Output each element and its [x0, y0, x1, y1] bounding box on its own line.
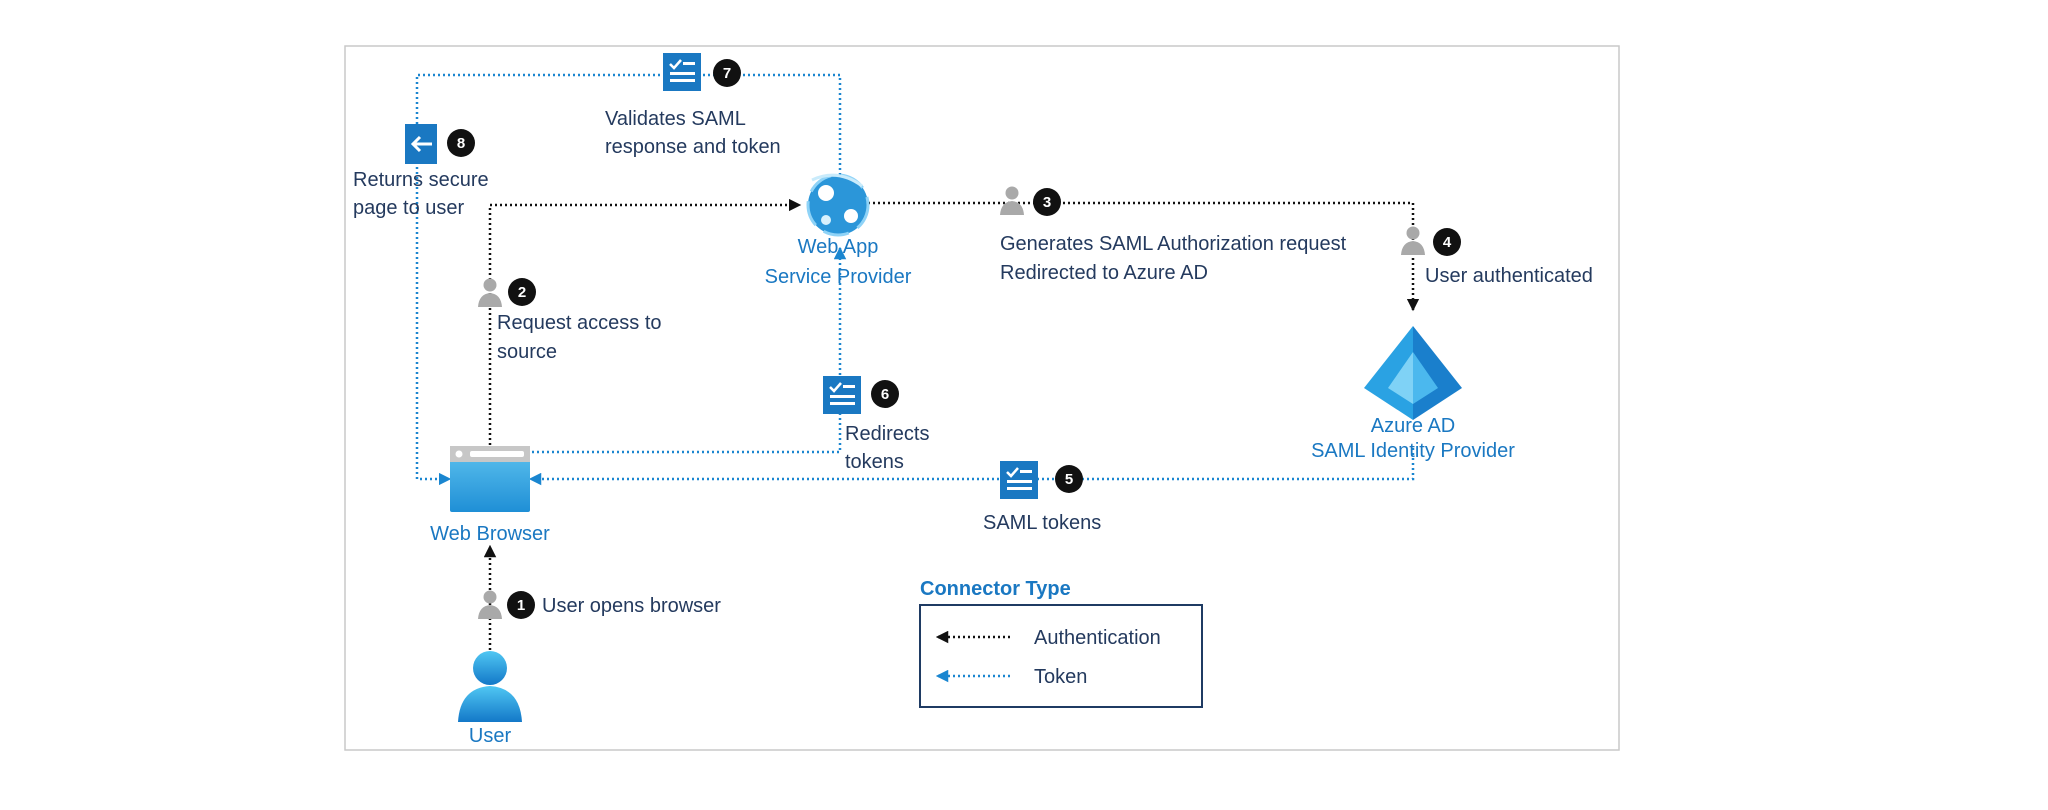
web-browser-label: Web Browser	[430, 523, 550, 545]
step-text: User authenticated	[1425, 265, 1593, 287]
step-text-line2: Redirected to Azure AD	[1000, 262, 1208, 284]
user-icon	[458, 651, 522, 722]
step-badge	[1033, 188, 1061, 216]
step-badge	[713, 59, 741, 87]
document-check-icon	[823, 376, 861, 414]
connector-webapp-to-azuread	[868, 201, 1420, 312]
step-1: 1 User opens browser	[478, 590, 721, 619]
step-7: 7 Validates SAML response and token	[605, 53, 781, 158]
person-icon	[478, 278, 502, 307]
step-text-line2: tokens	[845, 451, 904, 473]
return-page-icon	[405, 124, 437, 164]
document-check-icon	[1000, 461, 1038, 499]
step-badge	[1055, 465, 1083, 493]
azure-ad-label-line1: Azure AD	[1371, 415, 1455, 437]
document-check-icon	[663, 53, 701, 91]
step-text: User opens browser	[542, 595, 721, 617]
step-text-line2: source	[497, 341, 557, 363]
step-text-line1: Returns secure	[353, 169, 489, 191]
step-3: 3 Generates SAML Authorization request R…	[1000, 186, 1347, 284]
person-icon	[1401, 226, 1425, 255]
user-label: User	[469, 725, 512, 747]
step-number: 4	[1443, 234, 1452, 251]
step-number: 3	[1043, 194, 1051, 211]
step-number: 7	[723, 65, 731, 82]
step-badge	[871, 380, 899, 408]
connector-validate-return	[415, 73, 842, 486]
step-number: 2	[518, 284, 526, 301]
person-icon	[1000, 186, 1024, 215]
step-number: 1	[517, 597, 525, 614]
web-browser-icon	[450, 446, 530, 512]
step-4: 4 User authenticated	[1401, 226, 1593, 287]
step-badge	[508, 278, 536, 306]
step-text: SAML tokens	[983, 512, 1101, 534]
step-badge	[1433, 228, 1461, 256]
step-badge	[447, 129, 475, 157]
webapp-label-line2: Service Provider	[765, 266, 912, 288]
diagram-frame	[344, 45, 1620, 751]
step-text-line2: page to user	[353, 197, 465, 219]
azure-ad-icon	[1364, 326, 1462, 420]
connector-browser-to-webapp	[488, 198, 802, 445]
step-text-line1: Generates SAML Authorization request	[1000, 233, 1347, 255]
legend-auth-label: Authentication	[1034, 627, 1161, 649]
step-text-line2: response and token	[605, 136, 781, 158]
step-8: 8 Returns secure page to user	[353, 124, 489, 219]
legend-box	[919, 604, 1203, 708]
step-5: 5 SAML tokens	[983, 461, 1101, 534]
connector-azuread-to-browser	[528, 448, 1415, 486]
person-icon	[478, 590, 502, 619]
legend-title: Connector Type	[920, 578, 1071, 600]
webapp-icon	[806, 173, 870, 237]
step-number: 8	[457, 135, 465, 152]
azure-ad-label-line2: SAML Identity Provider	[1311, 440, 1515, 462]
webapp-label-line1: Web App	[798, 236, 879, 258]
step-2: 2 Request access to source	[478, 278, 662, 363]
step-6: 6 Redirects tokens	[823, 376, 929, 473]
step-number: 5	[1065, 471, 1073, 488]
step-text-line1: Validates SAML	[605, 108, 746, 130]
legend: Connector Type Authentication Token	[919, 578, 1203, 708]
legend-token-label: Token	[1034, 666, 1087, 688]
step-text-line1: Request access to	[497, 312, 662, 334]
step-number: 6	[881, 386, 889, 403]
step-badge	[507, 591, 535, 619]
step-text-line1: Redirects	[845, 423, 929, 445]
